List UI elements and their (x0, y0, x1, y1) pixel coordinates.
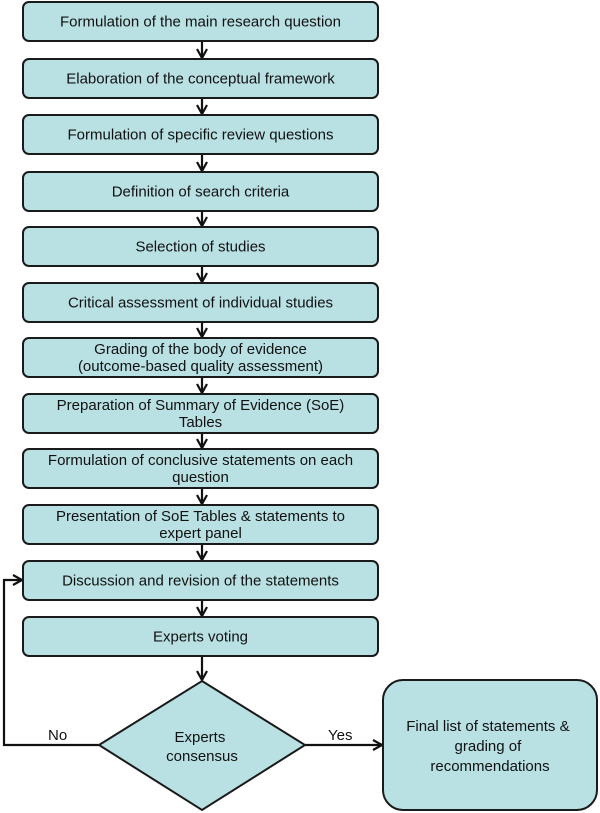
process-step-box (22, 393, 379, 434)
decision-diamond (97, 679, 307, 812)
process-step-box (22, 448, 379, 489)
final-outcome-label: Final list of statements & grading of re… (406, 718, 574, 775)
process-step-label: Preparation of Summary of Evidence (SoE)… (57, 397, 345, 431)
process-step-box (22, 560, 379, 601)
process-step-box (22, 171, 379, 212)
edge-label-yes: Yes (328, 727, 352, 744)
process-step-label: Discussion and revision of the statement… (62, 573, 339, 590)
process-step-box (22, 226, 379, 267)
process-steps: Formulation of the main research questio… (22, 1, 379, 657)
process-step-label: Elaboration of the conceptual framework (66, 71, 335, 88)
process-step-label: Experts voting (153, 629, 248, 646)
process-step-box (22, 1, 379, 42)
edge-label-no: No (48, 727, 67, 744)
process-step-label: Formulation of specific review questions (68, 127, 334, 144)
process-step-label: Presentation of SoE Tables & statements … (56, 508, 345, 542)
process-step-box (22, 282, 379, 323)
process-step-label: Grading of the body of evidence(outcome-… (78, 341, 323, 375)
process-step-box (22, 58, 379, 99)
process-step-label: Critical assessment of individual studie… (68, 295, 333, 312)
final-outcome-box (382, 679, 598, 811)
no-feedback-arrow (2, 580, 99, 747)
process-step-box (22, 504, 379, 545)
decision-label: Experts consensus (166, 729, 238, 765)
process-step-label: Formulation of the main research questio… (60, 14, 341, 31)
process-step-label: Definition of search criteria (112, 184, 290, 201)
process-step-box (22, 337, 379, 378)
process-step-label: Selection of studies (135, 239, 265, 256)
process-step-label: Formulation of conclusive statements on … (48, 452, 353, 486)
process-step-box (22, 616, 379, 657)
process-step-box (22, 114, 379, 155)
edges (2, 41, 382, 747)
